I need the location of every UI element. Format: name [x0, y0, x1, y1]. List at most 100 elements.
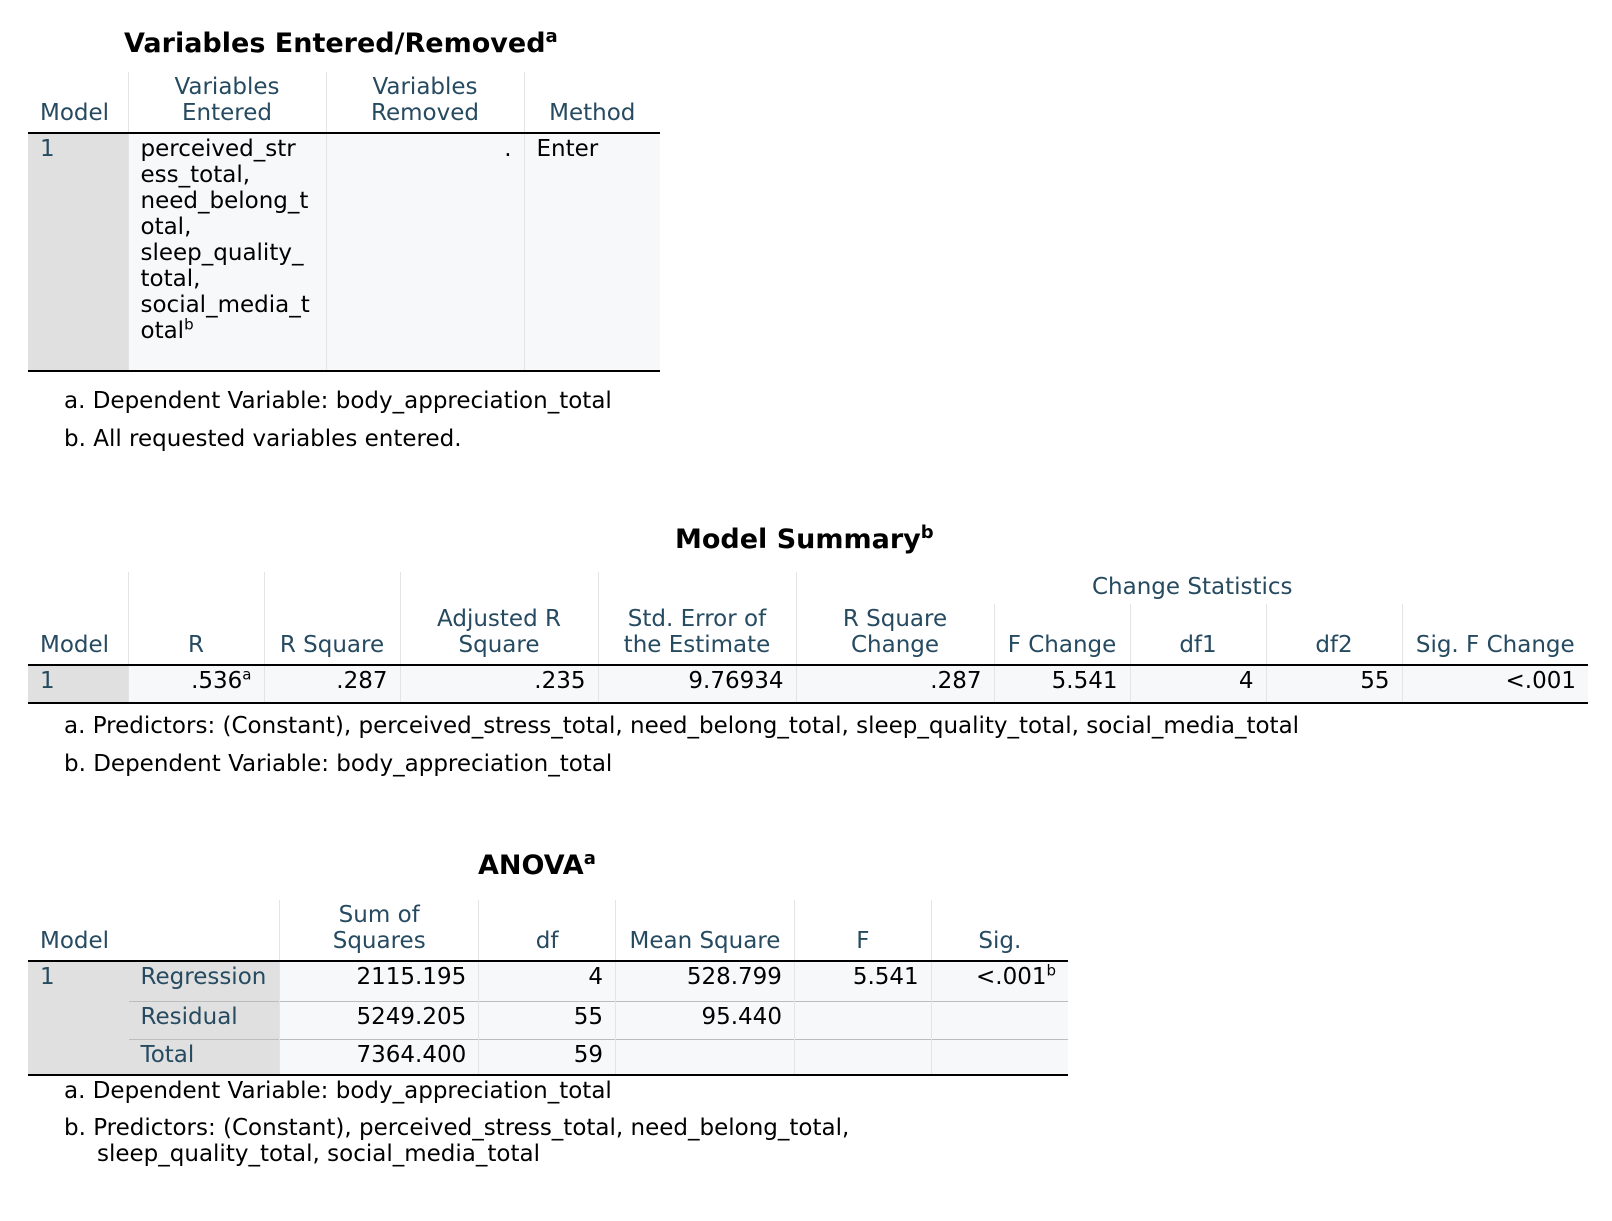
table-row: Residual 5249.205 55 95.440	[28, 1000, 1068, 1039]
header-entered-line1: Variables	[174, 74, 280, 100]
vars-table-title-footnote: a	[545, 26, 558, 47]
entered-footnote: b	[184, 315, 194, 334]
residual-ss: 5249.205	[279, 1000, 479, 1039]
total-f-empty	[793, 1038, 932, 1075]
regression-df: 4	[478, 961, 616, 1001]
header-ss-line2: Squares	[332, 928, 426, 954]
f-change-cell: 5.541	[993, 665, 1130, 703]
header-sig: Sig.	[930, 900, 1068, 961]
std-error-cell: 9.76934	[597, 665, 796, 703]
header-df1: df1	[1129, 604, 1266, 665]
model-number: 1	[28, 961, 129, 1076]
total-label: Total	[128, 1038, 280, 1075]
entered-line: sleep_quality_	[140, 240, 304, 266]
r-footnote: a	[242, 665, 252, 684]
model-summary-title: Model Summaryb	[675, 522, 934, 556]
vars-footnote-a: a. Dependent Variable: body_appreciation…	[64, 388, 612, 414]
entered-line: ess_total,	[140, 162, 251, 188]
adjusted-r-square-cell: .235	[399, 665, 598, 703]
r-square-change-cell: .287	[795, 665, 994, 703]
header-ss-line1: Sum of	[338, 902, 420, 928]
total-ms-empty	[614, 1038, 795, 1075]
header-method: Method	[523, 72, 660, 133]
anova-footnote-a: a. Dependent Variable: body_appreciation…	[64, 1078, 612, 1104]
header-model: Model	[40, 632, 110, 658]
header-df: df	[478, 900, 616, 961]
residual-sig-empty	[930, 1000, 1068, 1039]
regression-ss: 2115.195	[279, 961, 479, 1001]
regression-sig-footnote: b	[1046, 961, 1056, 980]
entered-line: need_belong_t	[140, 188, 309, 214]
regression-ms: 528.799	[614, 961, 795, 1001]
change-statistics-header: Change Statistics	[795, 572, 1588, 604]
header-df2: df2	[1265, 604, 1402, 665]
header-rsc-line2: Change	[850, 632, 940, 658]
method-cell: Enter	[523, 133, 660, 371]
table-row: 1 Regression 2115.195 4 528.799 5.541 <.…	[28, 961, 1068, 1076]
header-removed-line1: Variables	[372, 74, 478, 100]
entered-line: perceived_str	[140, 136, 296, 162]
anova-title: ANOVAa	[478, 848, 596, 882]
entered-line: otal,	[140, 214, 192, 240]
entered-line: total,	[140, 266, 201, 292]
header-r-square: R Square	[263, 604, 400, 665]
anova-title-text: ANOVA	[478, 850, 584, 881]
anova-footnote-b-continued: sleep_quality_total, social_media_total	[97, 1141, 540, 1167]
header-model: Model	[40, 928, 110, 954]
residual-label: Residual	[128, 1000, 280, 1039]
regression-label: Regression	[128, 961, 280, 1001]
header-model: Model	[40, 100, 110, 126]
anova-footnote-b: b. Predictors: (Constant), perceived_str…	[64, 1115, 850, 1141]
summary-footnote-a: a. Predictors: (Constant), perceived_str…	[64, 713, 1300, 739]
header-f: F	[793, 900, 932, 961]
model-summary-title-footnote: b	[920, 522, 934, 543]
header-rsc-line1: R Square	[842, 606, 948, 632]
residual-df: 55	[478, 1000, 616, 1039]
header-adj-line2: Square	[458, 632, 540, 658]
total-sig-empty	[930, 1038, 1068, 1075]
header-r: R	[127, 604, 264, 665]
vars-table-title: Variables Entered/Removeda	[124, 26, 558, 60]
header-sig-f-change: Sig. F Change	[1401, 604, 1588, 665]
total-df: 59	[478, 1038, 616, 1075]
entered-line: social_media_t	[140, 292, 310, 318]
header-adj-line1: Adjusted R	[437, 606, 561, 632]
model-number: 1	[28, 133, 128, 371]
residual-f-empty	[793, 1000, 932, 1039]
variables-removed-cell: .	[325, 133, 524, 371]
regression-f: 5.541	[793, 961, 932, 1001]
model-number: 1	[28, 665, 128, 703]
df1-cell: 4	[1129, 665, 1266, 703]
r-value: .536	[191, 668, 243, 694]
variables-entered-cell: perceived_str ess_total, need_belong_t o…	[127, 133, 326, 371]
vars-footnote-b: b. All requested variables entered.	[64, 426, 462, 452]
df2-cell: 55	[1265, 665, 1402, 703]
header-f-change: F Change	[993, 604, 1130, 665]
header-entered-line2: Entered	[182, 100, 272, 126]
regression-sig: <.001	[975, 964, 1047, 990]
anova-title-footnote: a	[583, 848, 596, 869]
summary-footnote-b: b. Dependent Variable: body_appreciation…	[64, 751, 613, 777]
total-ss: 7364.400	[279, 1038, 479, 1075]
r-cell: .536a	[127, 665, 264, 703]
r-square-cell: .287	[263, 665, 400, 703]
header-mean-square: Mean Square	[614, 900, 795, 961]
sig-f-change-cell: <.001	[1401, 665, 1588, 703]
vars-table-title-text: Variables Entered/Removed	[124, 28, 546, 59]
residual-ms: 95.440	[614, 1000, 795, 1039]
header-se-line2: the Estimate	[623, 632, 771, 658]
model-summary-title-text: Model Summary	[675, 524, 921, 555]
model-summary-table: Change Statistics Model R R Square Adjus…	[28, 572, 1588, 704]
regression-sig-cell: <.001b	[930, 961, 1068, 1001]
table-row: Total 7364.400 59	[28, 1038, 1068, 1075]
header-se-line1: Std. Error of	[627, 606, 767, 632]
header-removed-line2: Removed	[371, 100, 479, 126]
